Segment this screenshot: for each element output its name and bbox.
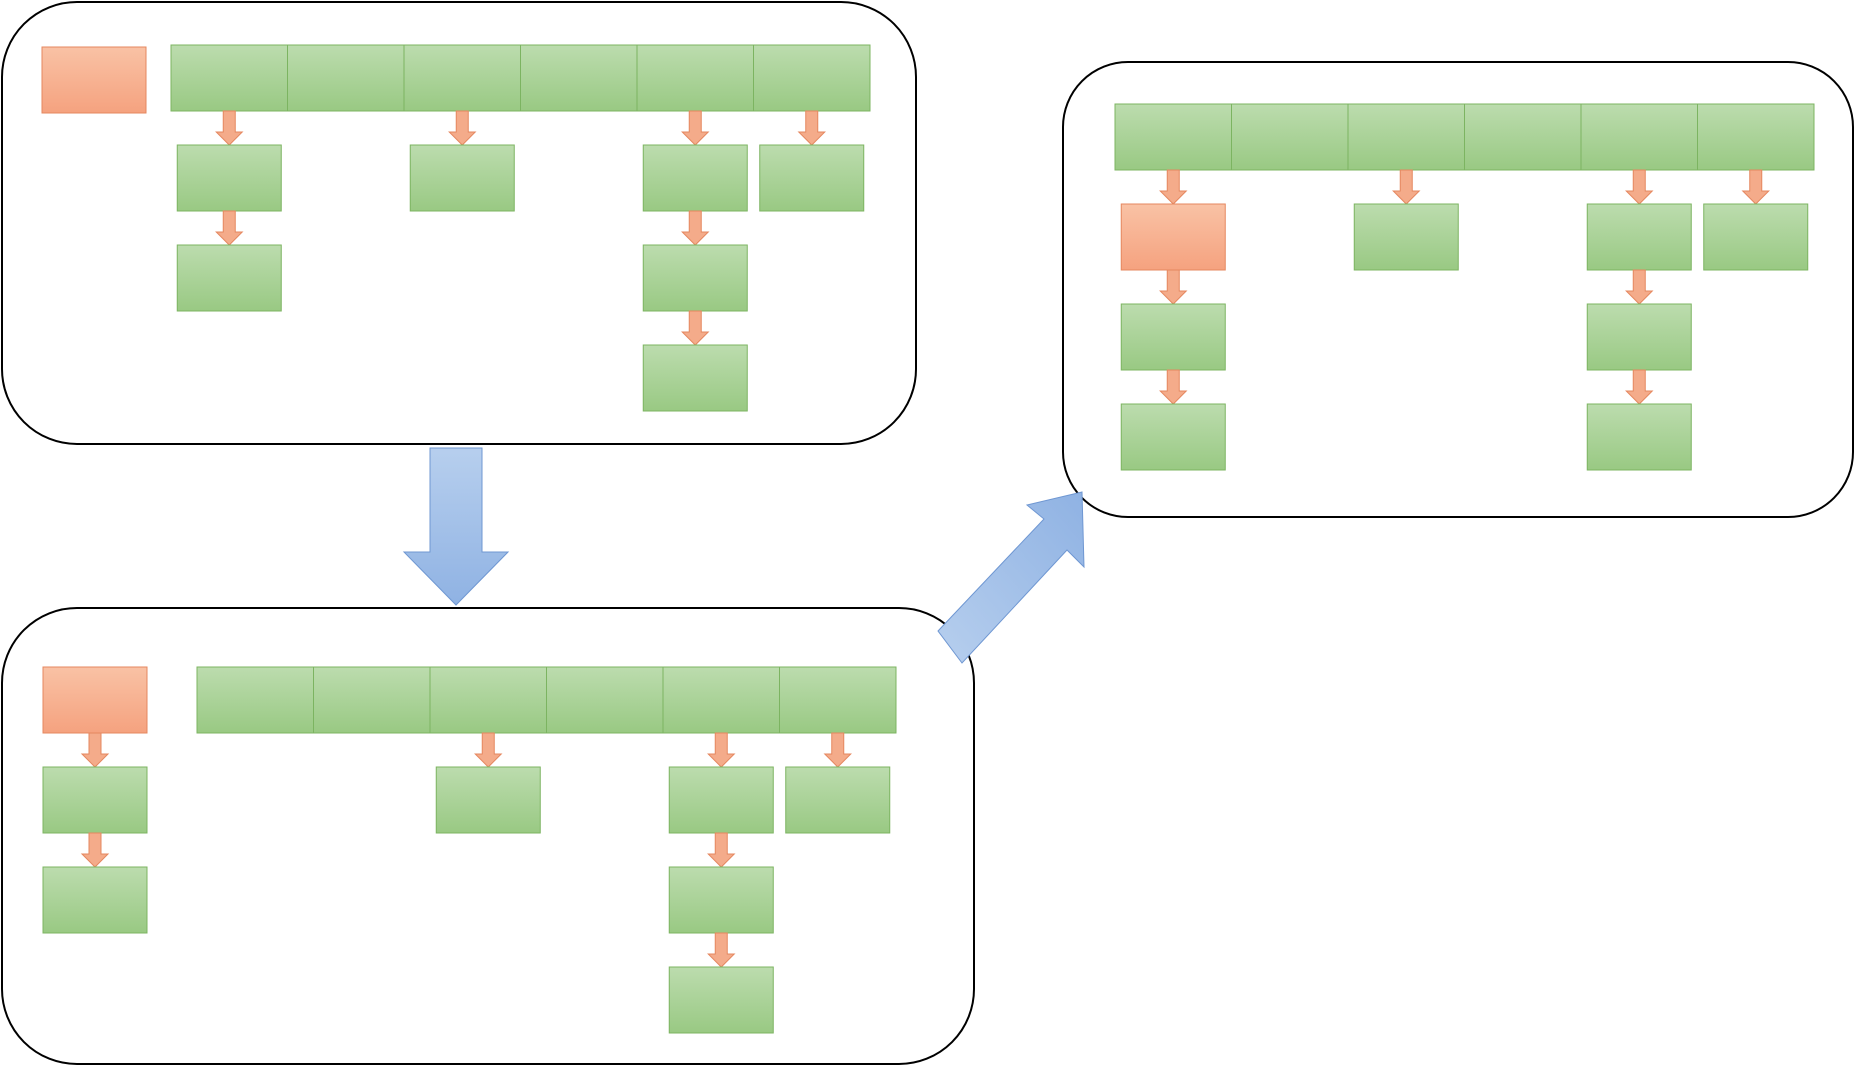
header-cell-6 bbox=[779, 666, 897, 734]
column-3-arrow-1 bbox=[1392, 169, 1421, 205]
column-1-arrow-2 bbox=[215, 210, 244, 246]
column-5-arrow-1 bbox=[1625, 169, 1654, 205]
transition-arrows bbox=[402, 447, 1085, 664]
panel-frame bbox=[1, 1, 917, 445]
column-5-box-1 bbox=[1586, 203, 1692, 271]
panel-frame bbox=[1062, 61, 1854, 518]
side-stack-box-1 bbox=[42, 766, 148, 834]
header-cell-3 bbox=[1347, 103, 1465, 171]
column-3-box-1 bbox=[409, 144, 515, 212]
panel-initial-state bbox=[1, 1, 917, 445]
panel-final-state bbox=[1062, 61, 1854, 518]
column-1-box-2 bbox=[176, 244, 282, 312]
column-5-box-3 bbox=[1586, 403, 1692, 471]
column-5-box-3 bbox=[668, 966, 774, 1034]
column-3-arrow-1 bbox=[448, 110, 477, 146]
header-cell-2 bbox=[313, 666, 431, 734]
header-cell-6 bbox=[753, 44, 871, 112]
column-3-arrow-1 bbox=[474, 732, 503, 768]
column-1-arrow-2 bbox=[1159, 269, 1188, 305]
header-cell-1 bbox=[196, 666, 314, 734]
header-cell-5 bbox=[636, 44, 754, 112]
column-3-box-1 bbox=[1353, 203, 1459, 271]
header-cell-4 bbox=[520, 44, 638, 112]
column-1-box-1 bbox=[1120, 203, 1226, 271]
transition-arrow-down bbox=[402, 447, 510, 606]
column-5-arrow-1 bbox=[681, 110, 710, 146]
header-cell-5 bbox=[1580, 103, 1698, 171]
panel-frame bbox=[1, 607, 975, 1065]
header-cell-5 bbox=[662, 666, 780, 734]
column-3-box-1 bbox=[435, 766, 541, 834]
header-cell-1 bbox=[1114, 103, 1232, 171]
header-cell-3 bbox=[429, 666, 547, 734]
column-6-box-1 bbox=[785, 766, 891, 834]
column-5-arrow-3 bbox=[1625, 369, 1654, 405]
column-5-arrow-2 bbox=[1625, 269, 1654, 305]
column-5-arrow-3 bbox=[707, 932, 736, 968]
side-stack-arrow-1 bbox=[80, 732, 110, 768]
column-6-box-1 bbox=[759, 144, 865, 212]
side-stack-box-0 bbox=[42, 666, 148, 734]
header-cell-4 bbox=[1464, 103, 1582, 171]
column-5-arrow-3 bbox=[681, 310, 710, 346]
side-stack-box-0 bbox=[41, 46, 147, 114]
column-6-arrow-1 bbox=[1741, 169, 1770, 205]
column-5-arrow-2 bbox=[707, 832, 736, 868]
column-1-box-2 bbox=[1120, 303, 1226, 371]
header-cell-2 bbox=[1231, 103, 1349, 171]
header-cell-6 bbox=[1697, 103, 1815, 171]
header-cell-4 bbox=[546, 666, 664, 734]
column-6-arrow-1 bbox=[823, 732, 852, 768]
column-5-arrow-2 bbox=[681, 210, 710, 246]
panel-intermediate-state bbox=[1, 607, 975, 1065]
column-5-box-2 bbox=[642, 244, 748, 312]
side-stack-box-2 bbox=[42, 866, 148, 934]
column-6-box-1 bbox=[1703, 203, 1809, 271]
column-6-arrow-1 bbox=[797, 110, 826, 146]
column-5-box-3 bbox=[642, 344, 748, 412]
column-1-box-1 bbox=[176, 144, 282, 212]
column-5-box-2 bbox=[1586, 303, 1692, 371]
column-1-box-3 bbox=[1120, 403, 1226, 471]
column-1-arrow-3 bbox=[1159, 369, 1188, 405]
column-1-arrow-1 bbox=[215, 110, 244, 146]
header-cell-1 bbox=[170, 44, 288, 112]
column-5-box-1 bbox=[642, 144, 748, 212]
column-1-arrow-1 bbox=[1159, 169, 1188, 205]
column-5-box-1 bbox=[668, 766, 774, 834]
header-cell-2 bbox=[287, 44, 405, 112]
header-cell-3 bbox=[403, 44, 521, 112]
column-5-arrow-1 bbox=[707, 732, 736, 768]
side-stack-arrow-2 bbox=[80, 832, 110, 868]
column-5-box-2 bbox=[668, 866, 774, 934]
transition-arrow-up-right bbox=[937, 491, 1085, 664]
